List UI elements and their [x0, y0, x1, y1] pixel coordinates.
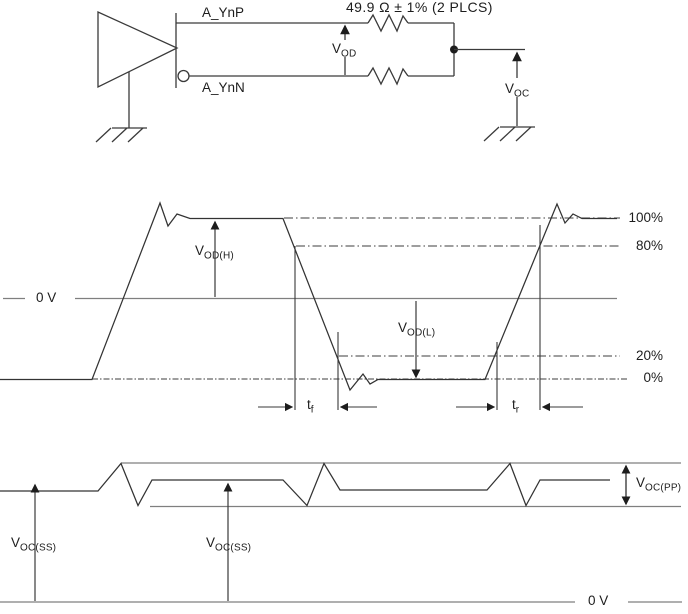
voc-ss-left-label-sub: OC(SS) [20, 542, 57, 554]
test-circuit [95, 10, 535, 143]
vod-label: VOD [332, 41, 356, 60]
vod-h-label-sub: OD(H) [204, 250, 234, 262]
level-20-label: 20% [635, 348, 663, 363]
driver-triangle-symbol [97, 10, 179, 89]
voc-signal-trace [0, 462, 610, 507]
ground-icon [483, 126, 535, 142]
t-fall-label-sub: f [310, 404, 314, 416]
voc-waveform-plot [0, 462, 682, 603]
voc-pp-label-base: V [636, 475, 646, 490]
voc-ss-left-label-base: V [11, 535, 21, 550]
voc-label-sub: OC [514, 88, 530, 100]
t-fall-label: tf [307, 397, 314, 416]
resistor-top-icon [367, 13, 409, 33]
voc-ss-mid-label-base: V [206, 535, 216, 550]
resistor-value-label: 49.9 Ω ± 1% (2 PLCS) [346, 0, 493, 15]
t-rise-markers [456, 225, 583, 412]
t-fall-label-base: t [307, 397, 311, 412]
t-fall-markers [258, 246, 377, 412]
voc-pp-label-sub: OC(PP) [645, 482, 682, 494]
signal-label-a-ynp: A_YnP [202, 5, 245, 20]
vod-waveform-plot [0, 201, 628, 412]
level-100-label: 100% [628, 210, 663, 225]
voc-label-base: V [505, 81, 515, 96]
level-0-label: 0% [643, 370, 663, 385]
vod-h-label: VOD(H) [195, 243, 234, 262]
resistor-bottom-icon [367, 66, 409, 86]
percent-level-lines [92, 217, 628, 380]
vod-l-label-sub: OD(L) [407, 327, 436, 339]
voc-pp-rails [121, 462, 681, 508]
ground-icon [95, 127, 147, 143]
voc-label: VOC [505, 81, 529, 100]
vod-l-label-base: V [398, 320, 408, 335]
vod-label-sub: OD [341, 48, 357, 60]
t-rise-label-sub: r [515, 404, 520, 416]
vod-h-label-base: V [195, 243, 205, 258]
vod-l-label: VOD(L) [398, 320, 435, 339]
voc-ss-mid-label-sub: OC(SS) [215, 542, 252, 554]
inversion-bubble-icon [177, 69, 190, 83]
signal-label-a-ynn: A_YnN [202, 80, 245, 95]
level-80-label: 80% [635, 238, 663, 253]
t-rise-label-base: t [512, 397, 516, 412]
zero-volt-label: 0 V [36, 290, 57, 305]
vod-label-base: V [332, 41, 342, 56]
vod-signal-trace [0, 201, 617, 392]
t-rise-label: tr [512, 397, 519, 416]
voc-ss-mid-label: VOC(SS) [206, 535, 251, 554]
bottom-zero-volt-label: 0 V [588, 593, 609, 608]
voc-pp-label: VOC(PP) [636, 475, 681, 494]
voc-ss-left-label: VOC(SS) [11, 535, 56, 554]
